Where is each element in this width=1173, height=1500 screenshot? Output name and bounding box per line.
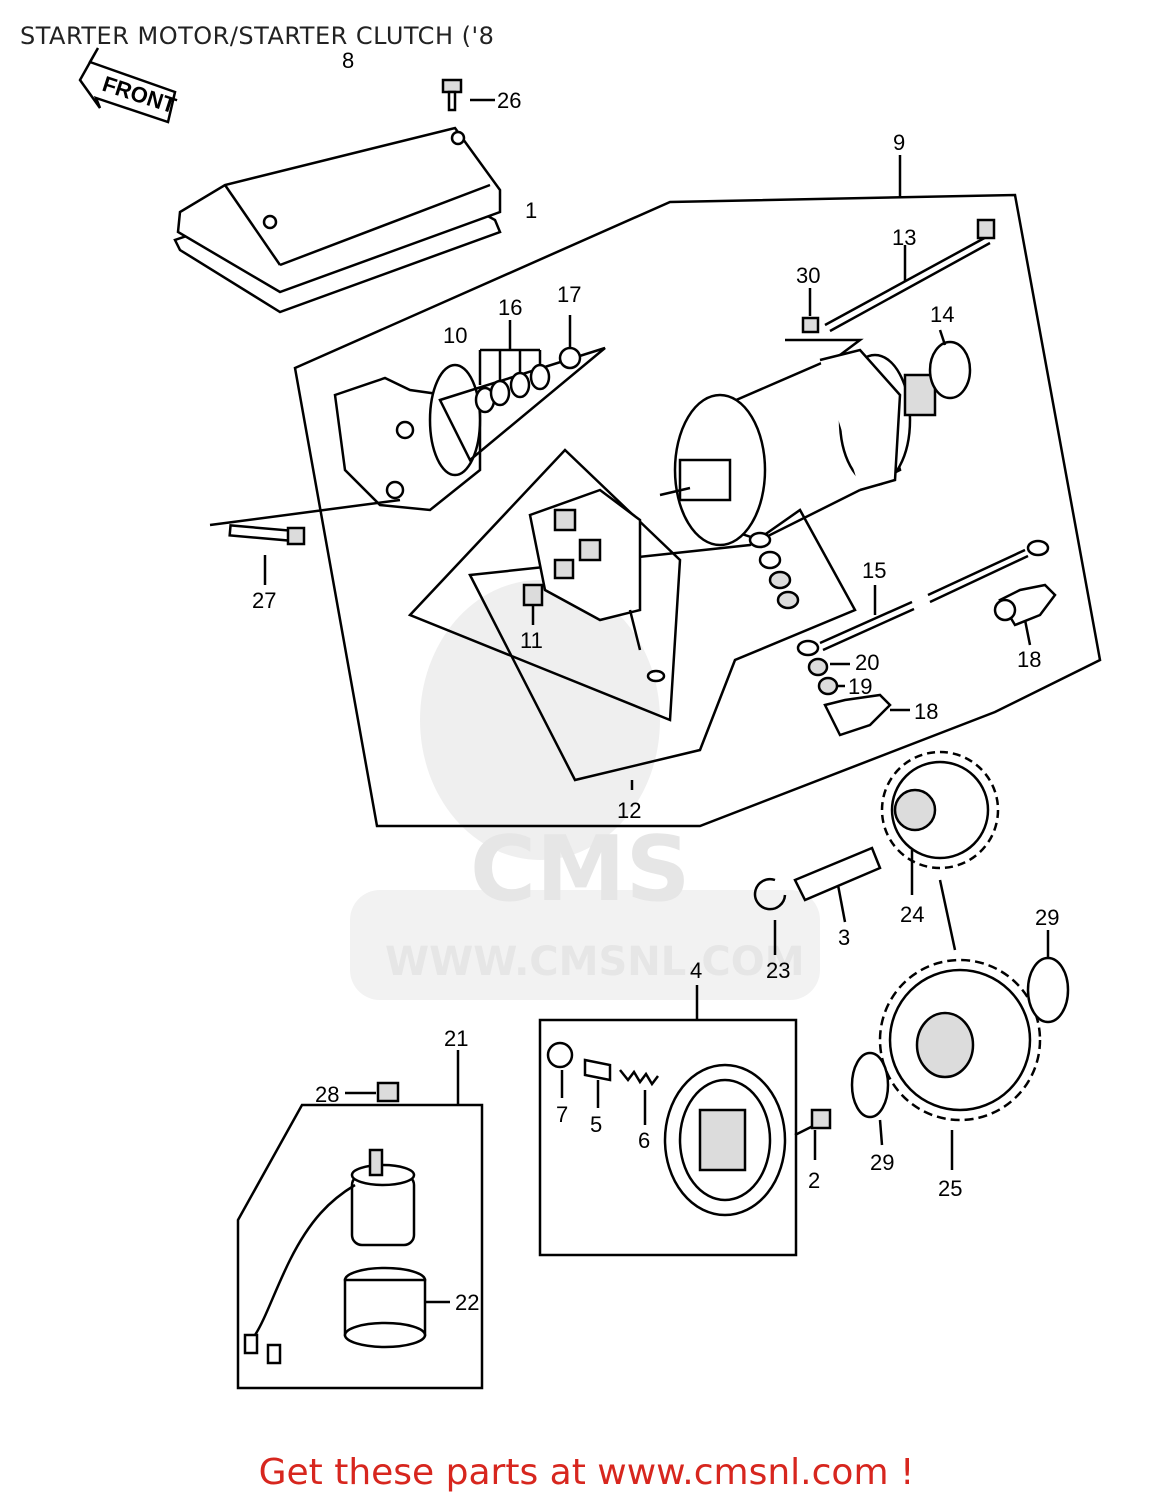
watermark-url: WWW.CMSNL.COM: [385, 939, 805, 985]
callout-label: 24: [900, 902, 924, 927]
rod-15: [819, 585, 915, 652]
callout-label: 3: [838, 925, 850, 950]
starter-relay-21: [243, 1148, 416, 1365]
relay-outline-21: [236, 1103, 484, 1390]
diagram-title: STARTER MOTOR/STARTER CLUTCH ('8: [20, 22, 495, 50]
callout-label: 29: [1035, 905, 1059, 930]
callout-label: 21: [444, 1026, 468, 1051]
callout-label: 19: [848, 674, 872, 699]
callout-label: 8: [342, 48, 354, 73]
spring-6: [619, 1069, 659, 1125]
brush-11: [522, 583, 544, 625]
long-bolt-13: [824, 218, 996, 333]
callout-label: 11: [520, 628, 543, 653]
callout-label: 30: [796, 263, 820, 288]
parts-diagram: CMS WWW.CMSNL.COM FRONT: [78, 47, 1102, 1390]
cms-watermark: CMS WWW.CMSNL.COM: [350, 580, 820, 1000]
bolt-2: [794, 1108, 832, 1160]
circlip-23: [753, 877, 787, 955]
callout-label: 14: [930, 302, 954, 327]
o-ring-14: [928, 329, 972, 400]
watermark-brand: CMS: [470, 817, 690, 922]
callout-label: 17: [557, 282, 581, 307]
gear-24: [880, 750, 1000, 951]
washer-17: [558, 315, 582, 370]
callout-label: 26: [497, 88, 521, 113]
shaft-3: [793, 846, 882, 923]
callout-label: 12: [617, 798, 641, 823]
plunger-5: [583, 1058, 612, 1108]
callout-label: 18: [914, 699, 938, 724]
starter-motor-body: [659, 348, 937, 547]
callout-labels: 1 2 3 4 5 6 7 8 9 10 11 12 13 14 15 16 1…: [252, 48, 1059, 1315]
brush-holder-12: [528, 488, 666, 683]
cover-and-gasket: [173, 126, 502, 314]
terminal-boot-18-lower: [823, 693, 910, 737]
terminal-washers: [748, 531, 850, 696]
callout-label: 20: [855, 650, 879, 675]
callout-label: 18: [1017, 647, 1041, 672]
callout-label: 28: [315, 1082, 339, 1107]
callout-label: 6: [638, 1128, 650, 1153]
callout-label: 16: [498, 295, 522, 320]
gear-25: [878, 958, 1042, 1170]
lead-wire: [927, 539, 1050, 604]
washer-29-left: [850, 1051, 890, 1146]
terminal-boot-18-upper: [993, 583, 1057, 646]
callout-label: 7: [556, 1102, 568, 1127]
clutch-outline-4: [538, 1018, 798, 1257]
washers-16: [474, 320, 551, 414]
callout-label: 5: [590, 1112, 602, 1137]
assembly-outline-9: [293, 193, 1102, 828]
roller-7: [546, 1041, 574, 1098]
callout-label: 25: [938, 1176, 962, 1201]
callout-label: 2: [808, 1168, 820, 1193]
callout-label: 23: [766, 958, 790, 983]
nut-28: [345, 1081, 400, 1103]
callout-label: 10: [443, 323, 467, 348]
washer-29-right: [1026, 930, 1070, 1024]
starter-clutch-4: [663, 1063, 787, 1217]
callout-label: 27: [252, 588, 276, 613]
nut-30: [785, 288, 864, 356]
callout-label: 9: [893, 130, 905, 155]
bolt-26: [441, 78, 495, 112]
front-arrow-sign: FRONT: [78, 47, 180, 124]
bolt-27: [209, 498, 401, 585]
callout-label: 4: [690, 958, 702, 983]
callout-label: 29: [870, 1150, 894, 1175]
relay-rubber-22: [343, 1266, 450, 1349]
callout-label: 22: [455, 1290, 479, 1315]
footer-link-text[interactable]: Get these parts at www.cmsnl.com !: [258, 1452, 915, 1493]
callout-label: 1: [525, 198, 537, 223]
callout-label: 13: [892, 225, 916, 250]
callout-label: 15: [862, 558, 886, 583]
wedge-outline-11: [407, 448, 682, 722]
